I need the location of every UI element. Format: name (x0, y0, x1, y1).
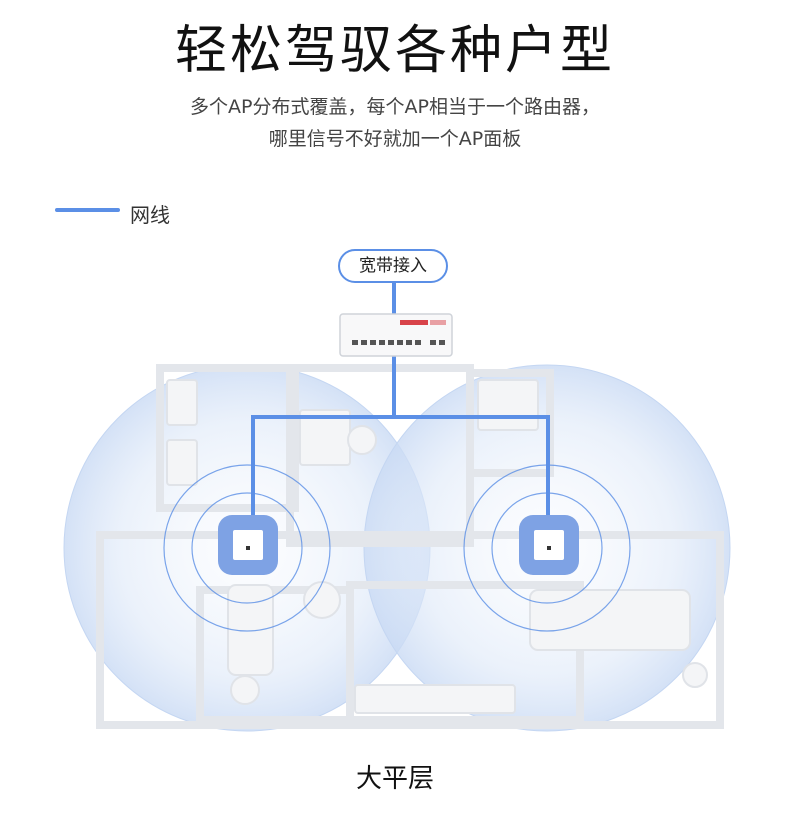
subtitle-line-2: 哪里信号不好就加一个AP面板 (268, 128, 522, 150)
network-switch-device (339, 313, 453, 357)
ap-panel-left (218, 515, 278, 575)
legend-cable-swatch (55, 208, 120, 212)
broadband-access-label: 宽带接入 (338, 249, 448, 283)
legend-cable-label: 网线 (130, 203, 170, 227)
page-title: 轻松驾驭各种户型 (174, 21, 615, 81)
ap-panel-right (519, 515, 579, 575)
floor-type-label: 大平层 (355, 764, 434, 794)
signal-rings-left (163, 464, 331, 632)
network-cables (251, 283, 550, 525)
subtitle-line-1: 多个AP分布式覆盖，每个AP相当于一个路由器， (190, 96, 600, 118)
floorplan-furniture (166, 379, 708, 714)
